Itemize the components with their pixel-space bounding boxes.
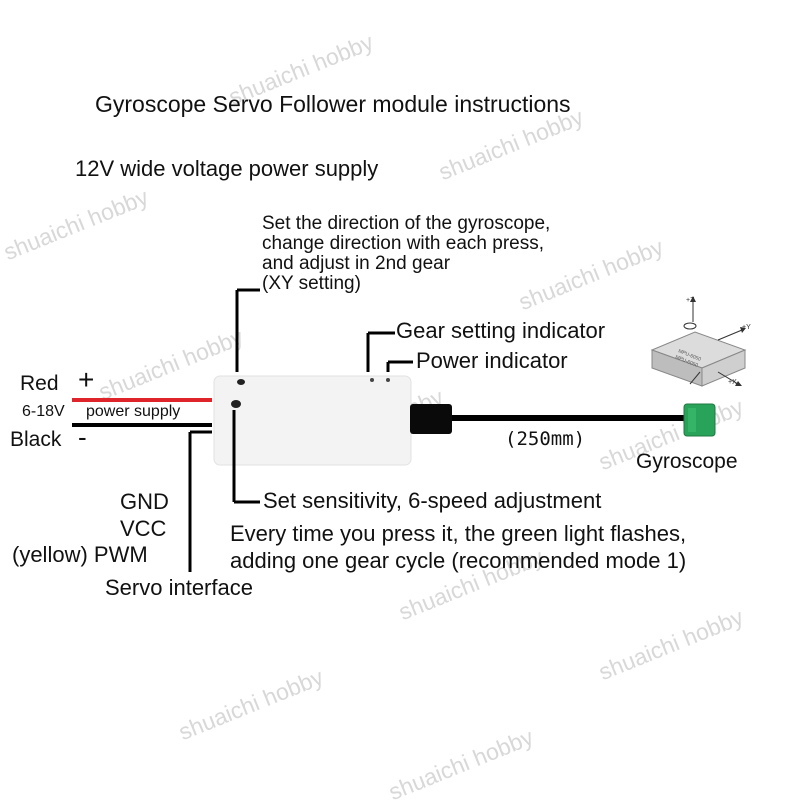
mpu-chip-illustration [650,296,747,387]
black-wire-label: Black [10,428,62,451]
minus-sign: - [78,422,87,452]
vcc-label: VCC [120,516,167,541]
red-wire-label: Red [20,372,59,395]
plus-sign: + [78,364,95,395]
cable-connector [410,404,452,434]
page-title: Gyroscope Servo Follower module instruct… [95,91,571,117]
sensitivity-note: Set sensitivity, 6-speed adjustment [263,488,602,513]
direction-button [237,379,245,385]
sensitivity-button [231,400,241,408]
power-indicator-label: Power indicator [416,348,568,373]
direction-note: Set the direction of the gyroscope, chan… [262,214,662,294]
voltage-label: 6-18V [22,403,65,420]
direction-note-line: and adjust in 2nd gear [262,253,451,274]
cable-length-label: (250mm) [505,428,586,450]
direction-note-line: Set the direction of the gyroscope, [262,213,551,234]
servo-interface-label: Servo interface [105,575,253,600]
gear-led [370,378,374,382]
module-body [213,375,412,466]
axis-z-label: +Z [686,297,695,304]
axis-x-label: +X [728,379,737,386]
axis-y-label: +Y [742,324,751,331]
gear-indicator-label: Gear setting indicator [396,318,606,343]
pwm-label: (yellow) PWM [12,542,148,567]
direction-note-line: (XY setting) [262,273,361,294]
power-supply-note: 12V wide voltage power supply [75,156,379,181]
press-note-line: adding one gear cycle (recommended mode … [230,548,687,573]
gnd-label: GND [120,489,169,514]
power-led [386,378,390,382]
direction-note-line: change direction with each press, [262,233,544,254]
gyroscope-label: Gyroscope [636,450,738,473]
power-supply-label: power supply [86,403,181,420]
press-note-line: Every time you press it, the green light… [230,521,687,546]
press-note: Every time you press it, the green light… [230,520,800,574]
